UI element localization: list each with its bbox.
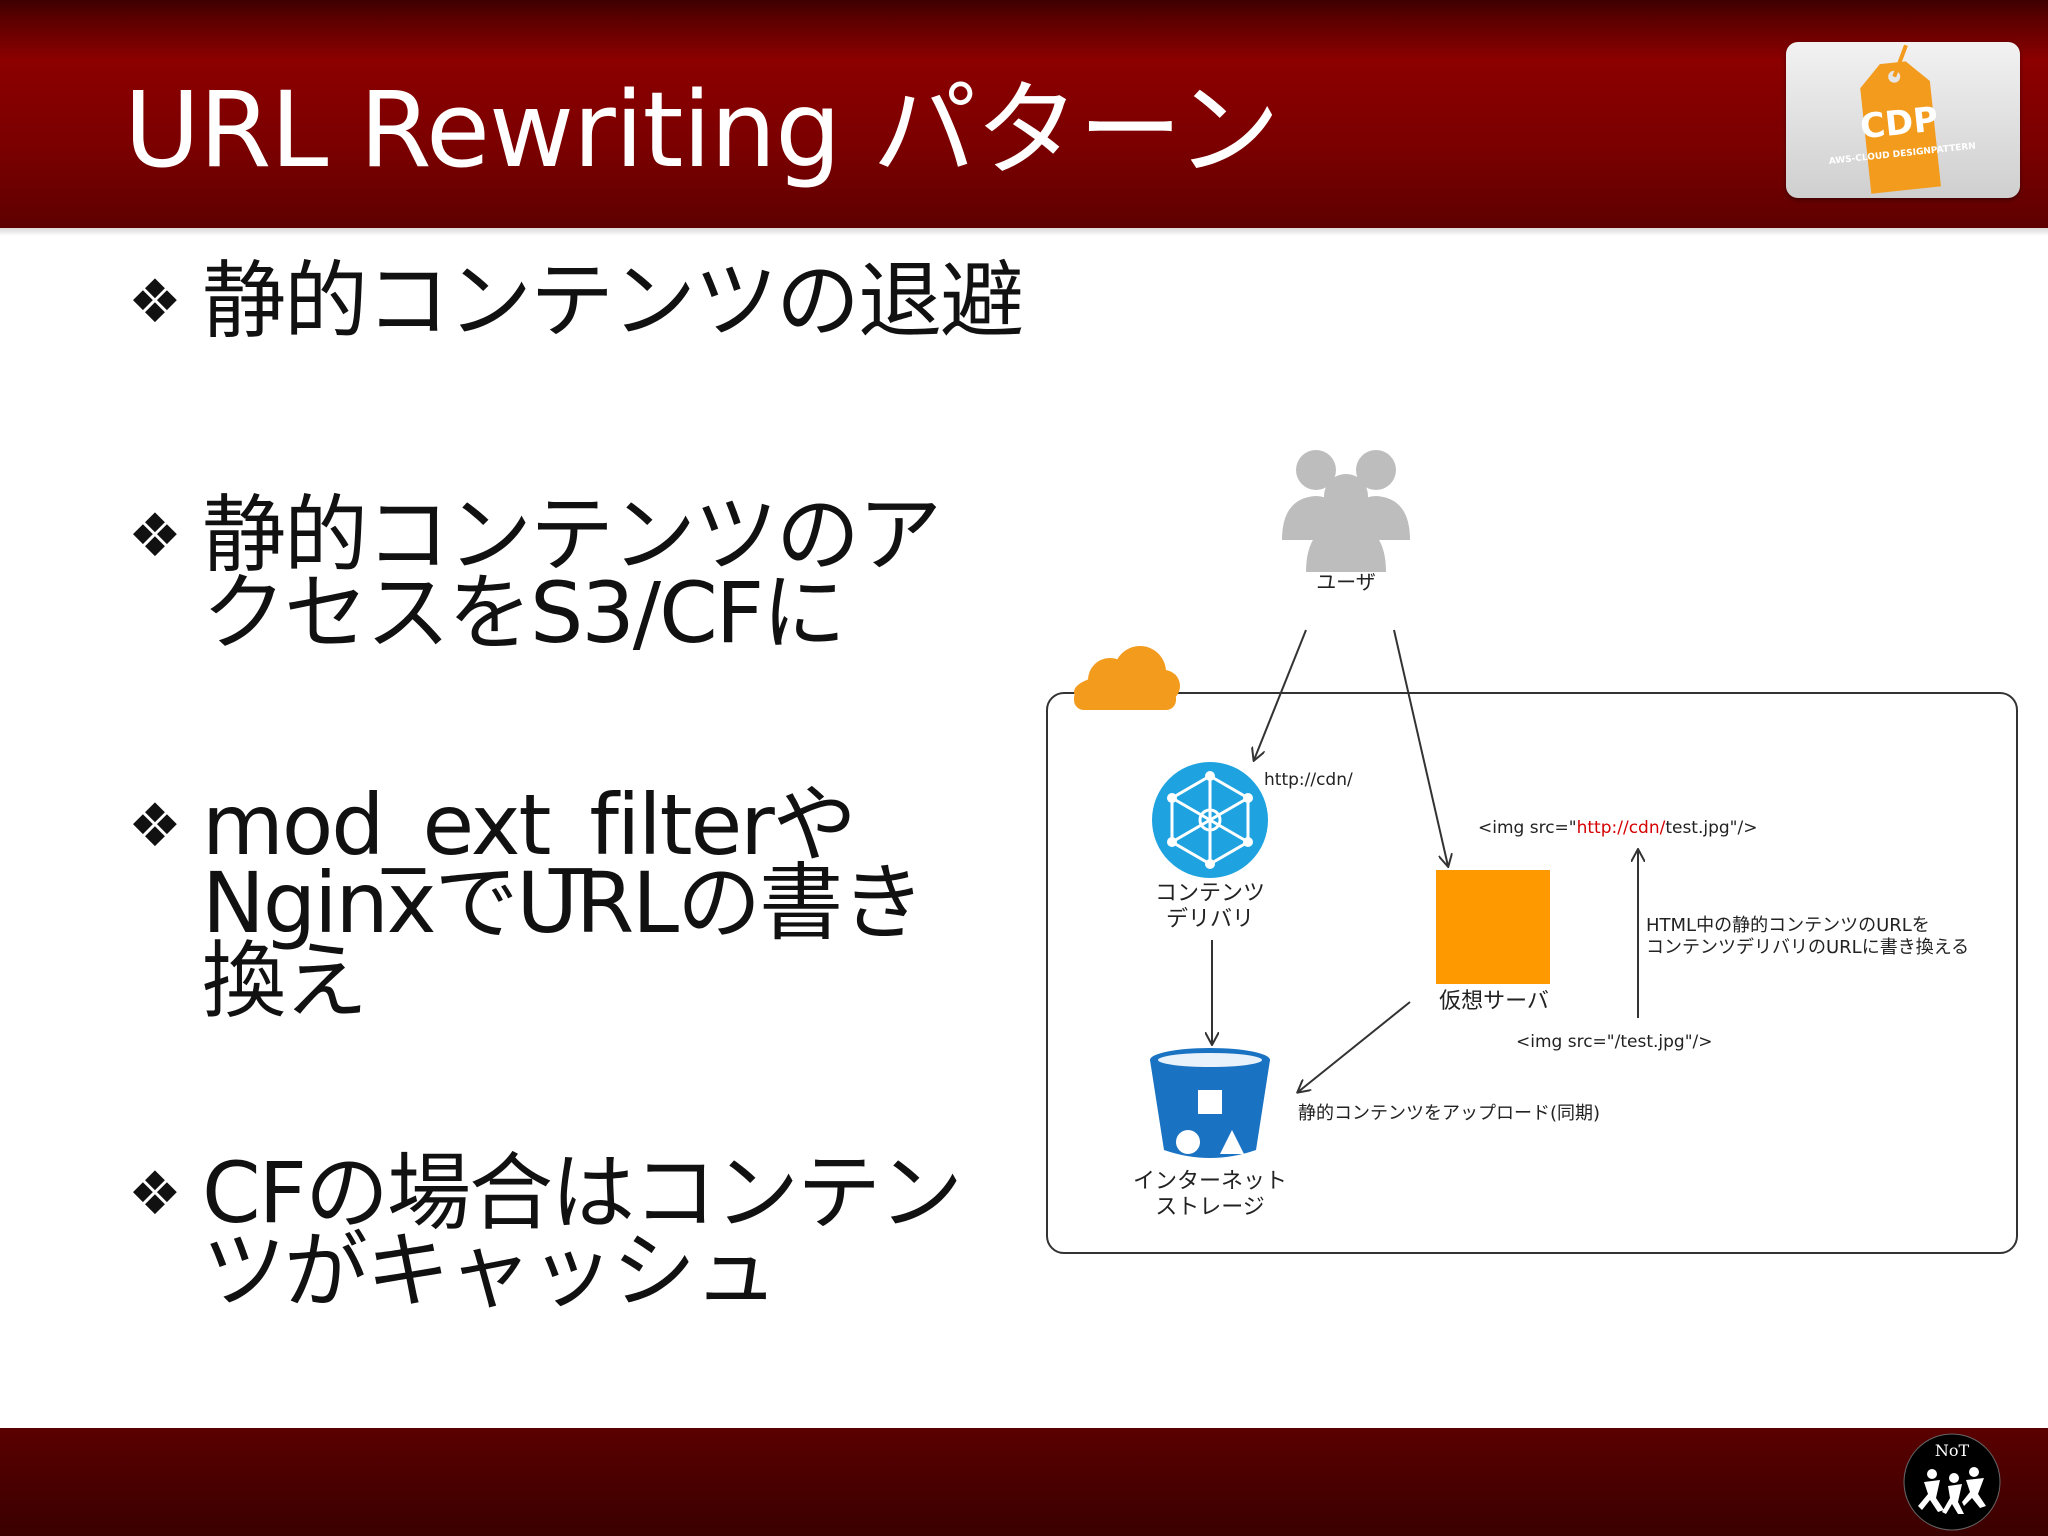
- header-divider: [0, 228, 2048, 236]
- users-icon: [1282, 450, 1410, 572]
- bullet-item: ❖ CFの場合はコンテン ツがキャッシュ: [128, 1144, 1022, 1320]
- bullet-marker: ❖: [128, 267, 182, 337]
- arrow-server-to-storage: [1298, 1001, 1411, 1092]
- img-tag-original: <img src="/test.jpg"/>: [1516, 1032, 1713, 1052]
- storage-label-line2: ストレージ: [1155, 1195, 1265, 1220]
- bullet-item: ❖ 静的コンテンツのア クセスをS3/CFに: [128, 486, 1022, 662]
- arrow-users-to-cdn: [1254, 629, 1307, 760]
- img-tag-suffix: test.jpg"/>: [1665, 818, 1758, 838]
- storage-label-line1: インターネット: [1132, 1169, 1287, 1194]
- rewrite-note-line2: コンテンツデリバリのURLに書き換える: [1646, 937, 1970, 958]
- aws-cloud-icon: [1074, 646, 1180, 710]
- virtual-server-icon: [1436, 870, 1550, 984]
- arrow-users-to-server: [1393, 629, 1448, 866]
- cdn-url-label: http://cdn/: [1264, 770, 1353, 790]
- internet-storage-icon: [1150, 1048, 1270, 1158]
- bullet-marker: ❖: [128, 791, 182, 861]
- rewrite-note-line1: HTML中の静的コンテンツのURLを: [1646, 915, 1930, 936]
- upload-note: 静的コンテンツをアップロード(同期): [1298, 1103, 1601, 1124]
- not-logo: NoT: [1903, 1433, 2001, 1531]
- bullet-item: ❖ 静的コンテンツの退避: [128, 252, 1024, 350]
- not-logo-text: NoT: [1935, 1441, 1970, 1460]
- users-label: ユーザ: [1316, 570, 1376, 594]
- ninja-figures-icon: [1918, 1467, 1986, 1514]
- bullet-marker: ❖: [128, 1159, 182, 1229]
- slide-title: URL Rewriting パターン: [124, 69, 1280, 191]
- img-tag-cdn-url: http://cdn/: [1576, 818, 1666, 838]
- bullet-text: 静的コンテンツのア クセスをS3/CFに: [202, 486, 942, 662]
- img-tag-prefix: <img src=": [1478, 818, 1577, 838]
- bullet-text: mod_ext_filterや NginxでURLの書き 換え: [202, 776, 925, 1030]
- bullet-item: ❖ mod_ext_filterや NginxでURLの書き 換え: [128, 776, 1022, 1030]
- bullet-text: 静的コンテンツの退避: [202, 252, 1024, 350]
- cdn-label-line1: コンテンツ: [1154, 881, 1265, 906]
- bullet-text: CFの場合はコンテン ツがキャッシュ: [202, 1144, 963, 1320]
- logo-text: CDP: [1858, 99, 1940, 147]
- img-tag-rewritten: <img src="http://cdn/test.jpg"/>: [1478, 816, 1757, 840]
- cdp-logo: CDP AWS-CLOUD DESIGNPATTERN: [1786, 42, 2020, 198]
- server-label: 仮想サーバ: [1439, 989, 1549, 1014]
- slide-footer: [0, 1428, 2048, 1536]
- cdp-tag-icon: CDP AWS-CLOUD DESIGNPATTERN: [1828, 44, 1976, 194]
- bullet-marker: ❖: [128, 501, 182, 571]
- content-delivery-icon: [1152, 762, 1268, 878]
- cdn-label-line2: デリバリ: [1165, 907, 1254, 932]
- slide-header: [0, 0, 2048, 228]
